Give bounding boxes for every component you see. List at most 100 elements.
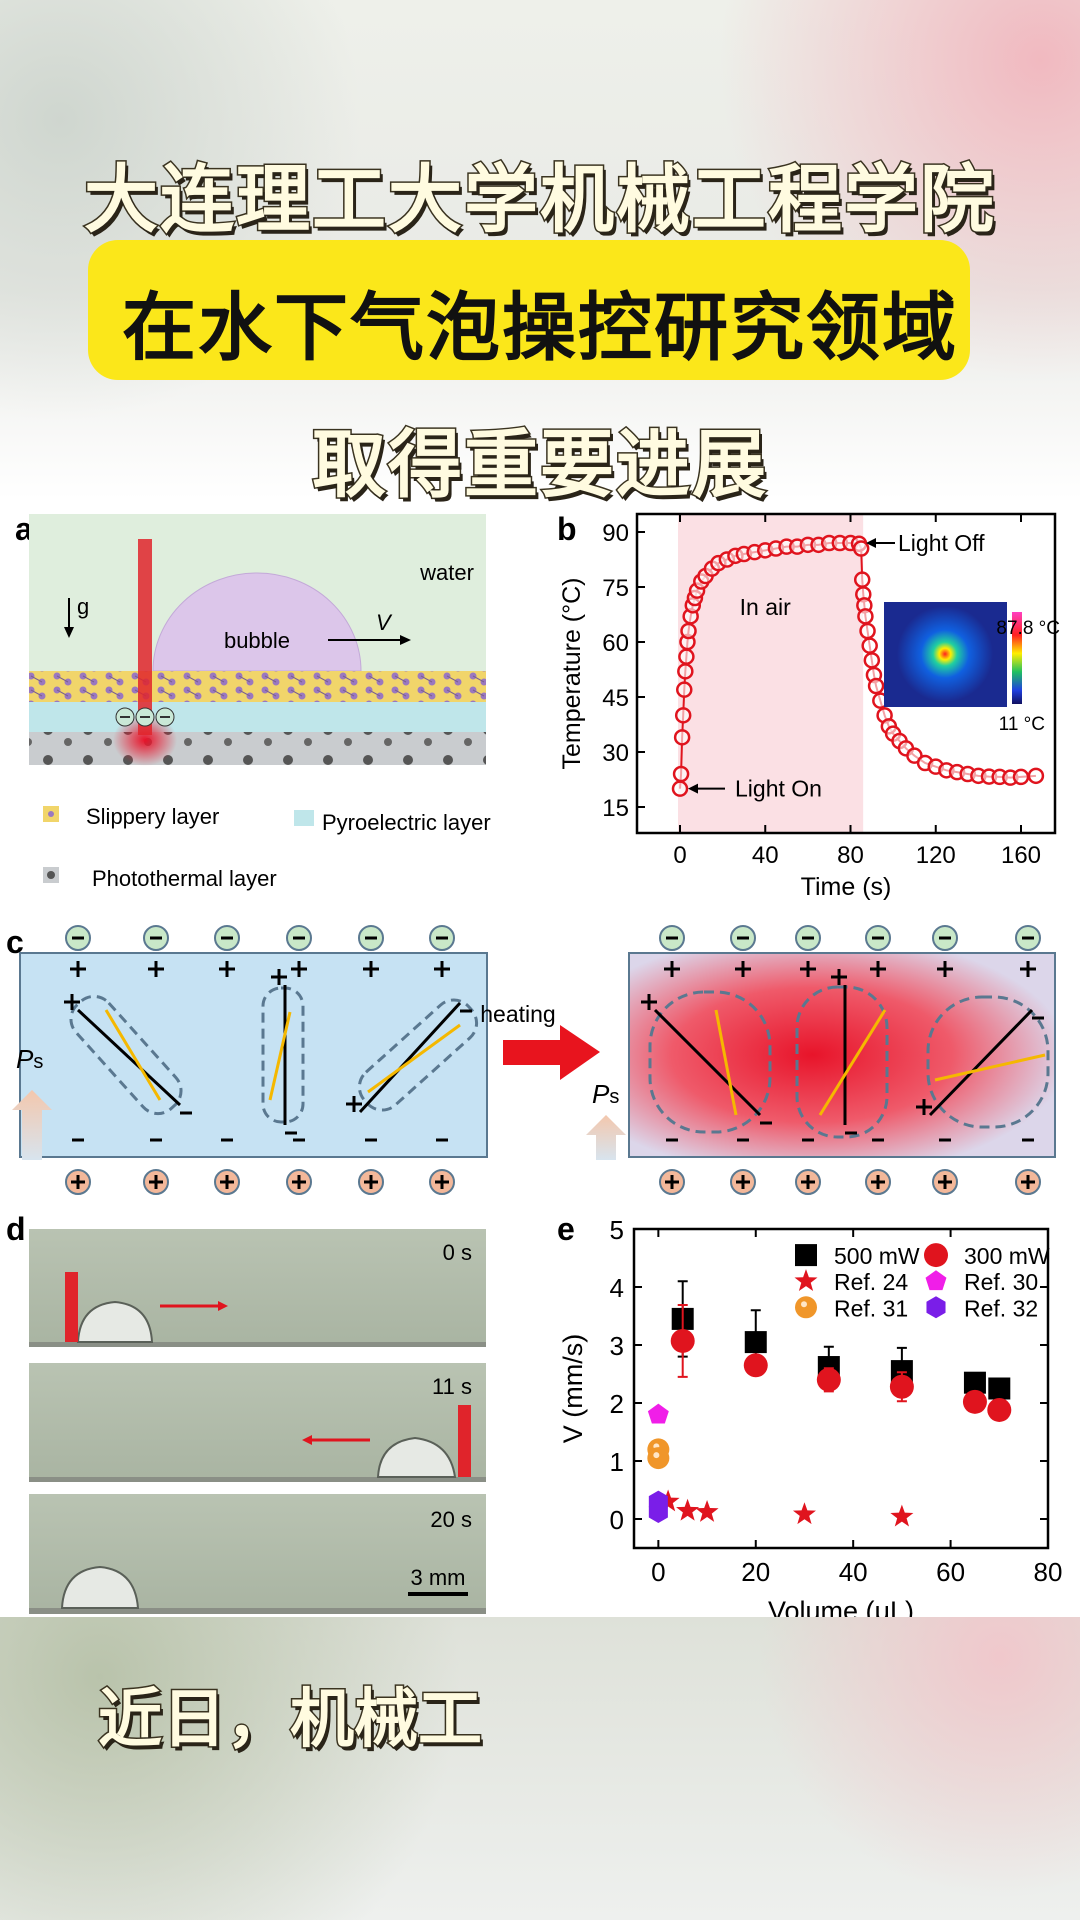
gravity-label: g: [77, 594, 89, 619]
video-frame-11s: 11 s: [29, 1363, 486, 1482]
data-point: [678, 648, 695, 665]
panel-a: a water bubble V g Slippery layer Pyroel…: [15, 511, 491, 891]
video-frame-20s: 20 s 3 mm: [29, 1494, 486, 1614]
y-tick-label: 60: [602, 630, 629, 657]
legend-label: Ref. 32: [964, 1295, 1038, 1321]
plot-frame: [635, 512, 1057, 835]
headline-line1: 大连理工大学机械工程学院: [83, 156, 996, 245]
photothermal-particles: [29, 732, 486, 765]
legend-photothermal-label: Photothermal layer: [92, 866, 277, 891]
panel-d: d 0 s 11 s 20 s 3 mm: [6, 1211, 486, 1614]
heating-label: heating: [480, 1001, 555, 1027]
data-point-300-mw: [987, 1397, 1012, 1422]
data-point-300-mw: [743, 1353, 768, 1378]
plus-charge: [363, 961, 379, 977]
data-point: [680, 622, 697, 640]
dipole-orientation: [367, 1023, 461, 1094]
x-tick-label: 40: [839, 1557, 868, 1587]
plus-charge: [916, 1099, 932, 1115]
panel-label-a: a: [15, 511, 33, 547]
y-axis-label: V (mm/s): [558, 1334, 588, 1443]
velocity-arrowhead: [400, 635, 411, 645]
legend-label: 300 mW: [964, 1243, 1050, 1269]
x-axis-label: Time (s): [801, 873, 892, 901]
data-point: [857, 608, 874, 625]
legend-marker: [924, 1243, 948, 1268]
plus-charge: [219, 961, 235, 977]
plus-charge: [736, 1175, 750, 1189]
laser-beam: [65, 1272, 78, 1342]
footer-background: [0, 1617, 1080, 1920]
legend-pyroelectric-label: Pyroelectric layer: [322, 810, 491, 835]
scale-bar-label: 3 mm: [411, 1565, 466, 1590]
time-label: 11 s: [432, 1374, 472, 1399]
x-tick-label: 0: [673, 842, 686, 869]
y-tick-label: 1: [610, 1447, 624, 1477]
data-point-500-mw: [963, 1371, 986, 1394]
x-tick-label: 160: [1001, 842, 1041, 869]
x-tick-label: 40: [752, 842, 779, 869]
plus-charge: [938, 1175, 952, 1189]
data-point: [677, 663, 694, 680]
polarization-axis: [76, 1008, 182, 1107]
legend-marker-highlight: [801, 1301, 807, 1308]
y-tick-label: 90: [602, 520, 629, 547]
plus-charge: [64, 994, 80, 1010]
data-point: [1012, 768, 1030, 786]
data-point: [863, 652, 881, 669]
legend-label: Ref. 30: [964, 1269, 1038, 1295]
time-label: 20 s: [430, 1507, 472, 1532]
x-tick-label: 80: [1034, 1557, 1063, 1587]
x-tick-label: 0: [651, 1557, 665, 1587]
data-point-500-mw: [988, 1377, 1011, 1400]
shaded-region-label: In air: [740, 594, 791, 620]
droplet-bubble: [76, 1300, 154, 1343]
dipole-orientation: [818, 1009, 887, 1116]
plus-charge: [149, 1175, 163, 1189]
legend-pyroelectric-swatch: [294, 810, 314, 826]
x-tick-label: 20: [741, 1557, 770, 1587]
plus-charge: [641, 994, 657, 1010]
laser-spot: [113, 714, 177, 766]
y-axis-label: Temperature (°C): [558, 578, 586, 770]
plus-charge: [148, 961, 164, 977]
data-point: [676, 681, 693, 698]
data-point-300-mw: [670, 1328, 695, 1353]
data-point: [861, 637, 878, 654]
plus-charge: [1021, 1175, 1035, 1189]
data-point: [672, 765, 690, 783]
y-tick-label: 15: [602, 795, 629, 822]
video-frame-0s: 0 s: [29, 1229, 486, 1347]
plus-charge: [665, 1175, 679, 1189]
headline-line3: 取得重要进展: [311, 421, 768, 510]
plus-charge: [292, 1175, 306, 1189]
panel-c: c heating Ps Ps: [6, 924, 1056, 1195]
plus-charge: [346, 1096, 362, 1112]
x-tick-label: 80: [837, 842, 864, 869]
plus-charge: [735, 961, 751, 977]
laser-beam: [458, 1405, 471, 1477]
y-tick-label: 30: [602, 740, 629, 767]
panel-label-d: d: [6, 1211, 26, 1247]
laser-beam: [138, 539, 152, 735]
data-point-ref-24: [890, 1504, 914, 1527]
y-tick-label: 5: [610, 1215, 624, 1245]
data-point-ref-32: [648, 1501, 668, 1524]
plus-charge: [364, 1175, 378, 1189]
data-point-300-mw: [962, 1389, 987, 1414]
panel-label-b: b: [557, 511, 577, 547]
bubble-shape: [152, 572, 362, 672]
pyroelectric-layer: [29, 702, 486, 732]
data-point-ref-24: [792, 1502, 816, 1525]
dipole-orientation: [714, 1009, 738, 1116]
headline-highlight: [88, 240, 970, 380]
panel-label-e: e: [557, 1211, 575, 1247]
motion-arrowhead: [218, 1301, 228, 1311]
figure-panel: a water bubble V g Slippery layer Pyroel…: [0, 505, 1080, 1626]
thermal-hotspot: [897, 606, 993, 702]
legend-marker: [926, 1296, 946, 1319]
domain-outline: [795, 985, 889, 1139]
polarization-axis: [653, 1008, 762, 1117]
light-on-label: Light On: [735, 776, 822, 802]
